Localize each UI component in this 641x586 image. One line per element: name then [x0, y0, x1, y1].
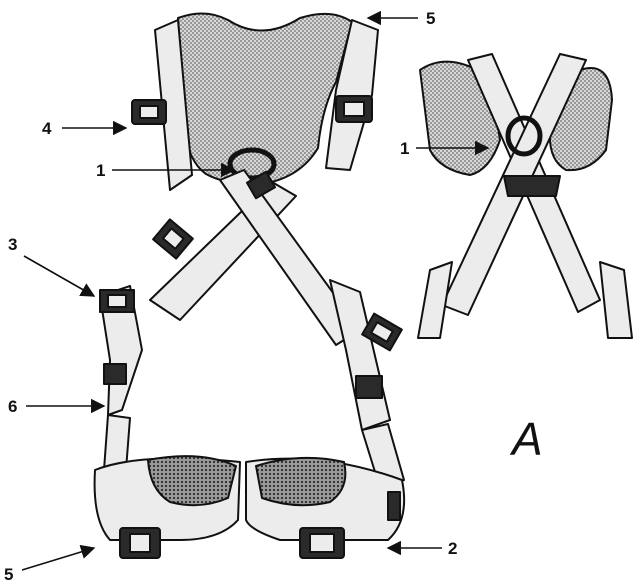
- callout-6: 6: [8, 398, 17, 415]
- leg-buckle-left: [120, 528, 160, 558]
- callout-5-bottom: 5: [4, 566, 13, 583]
- shoulder-buckle-left: [132, 100, 166, 124]
- inset-lower-strap-left: [418, 262, 452, 338]
- callout-3: 3: [8, 236, 17, 253]
- harness-inset-rear: [418, 54, 632, 338]
- back-pad: [178, 13, 352, 184]
- leg-pad-mesh-right: [256, 458, 345, 505]
- callout-1-inset: 1: [400, 140, 409, 157]
- adjuster-right-lower: [356, 376, 382, 398]
- leg-loop-right-end: [388, 492, 400, 520]
- panel-label: A: [512, 416, 543, 462]
- side-buckle-left: [100, 290, 134, 312]
- arrow-5-bottom: [22, 548, 94, 570]
- adjuster-left-lower: [104, 364, 126, 384]
- callout-1-main: 1: [96, 162, 105, 179]
- callout-2: 2: [448, 540, 457, 557]
- inset-lower-strap-right: [600, 262, 632, 338]
- arrow-3: [24, 256, 94, 296]
- harness-main-front: [95, 13, 405, 558]
- side-strap-right: [330, 280, 390, 430]
- chest-adjuster-left: [153, 219, 193, 258]
- callout-5-top: 5: [426, 10, 435, 27]
- leg-buckle-right: [300, 528, 344, 558]
- inset-back-plate: [504, 176, 560, 196]
- shoulder-buckle-right: [336, 96, 372, 122]
- callout-4: 4: [42, 120, 51, 137]
